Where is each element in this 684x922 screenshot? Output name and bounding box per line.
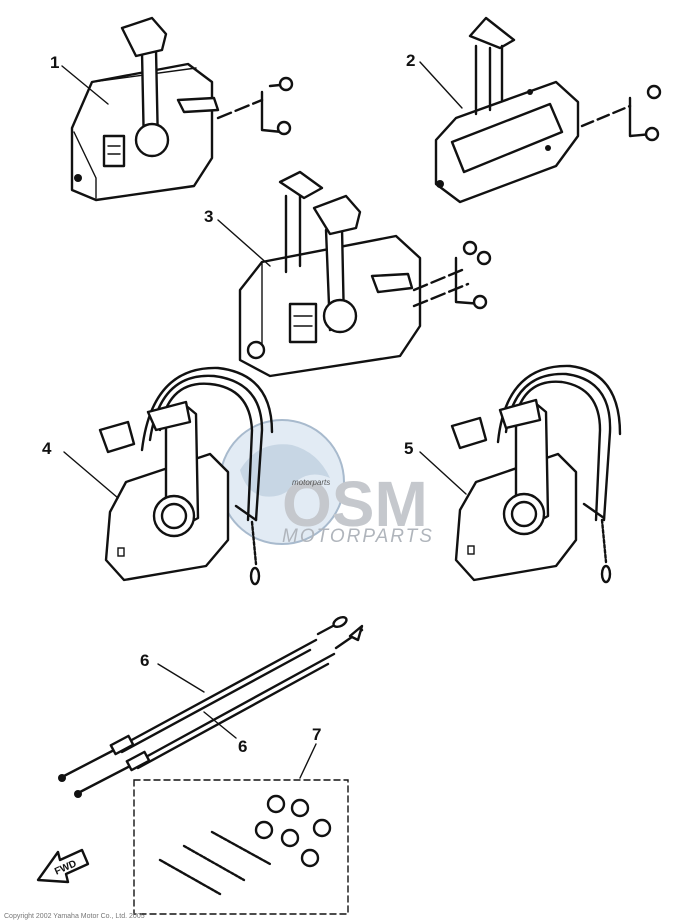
part-6-control-cables bbox=[58, 615, 364, 798]
callout-1-leader bbox=[61, 65, 109, 105]
callout-4-leader bbox=[63, 451, 119, 499]
fwd-arrow-icon: FWD bbox=[36, 848, 90, 884]
callout-6a-leader bbox=[157, 663, 205, 693]
callout-7: 7 bbox=[312, 725, 321, 744]
footer-text: Copyright 2002 Yamaha Motor Co., Ltd. 20… bbox=[4, 913, 145, 920]
callout-3: 3 bbox=[204, 207, 213, 226]
part-3-remote-control-box bbox=[238, 170, 492, 378]
callout-1: 1 bbox=[50, 53, 59, 72]
watermark-tiny: motorparts bbox=[292, 478, 330, 487]
callout-6a: 6 bbox=[140, 651, 149, 670]
callout-5-leader bbox=[419, 451, 467, 495]
callout-5: 5 bbox=[404, 439, 413, 458]
part-4-remote-control bbox=[98, 366, 274, 586]
part-5-remote-control bbox=[450, 364, 622, 584]
callout-2: 2 bbox=[406, 51, 415, 70]
callout-3-leader bbox=[217, 219, 271, 267]
callout-6b: 6 bbox=[238, 737, 247, 756]
watermark-brand: OSM bbox=[282, 468, 428, 540]
callout-2-leader bbox=[419, 61, 463, 109]
watermark-subtitle: MOTORPARTS bbox=[282, 526, 434, 547]
part-2-remote-control-box bbox=[434, 16, 662, 204]
watermark-continent bbox=[240, 444, 330, 497]
part-7-fitting-kit bbox=[133, 743, 349, 915]
callout-6b-leader bbox=[203, 711, 237, 739]
callout-4: 4 bbox=[42, 439, 52, 458]
part-1-remote-control-box bbox=[70, 16, 294, 202]
